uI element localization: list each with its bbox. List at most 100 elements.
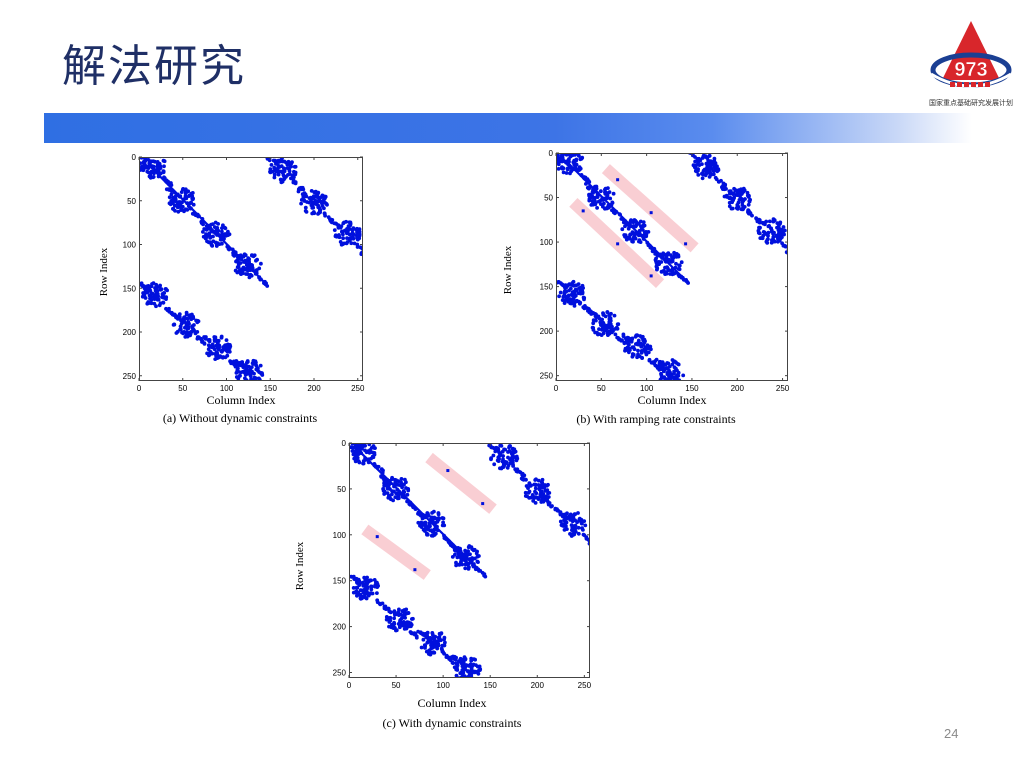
x-tick-label-5: 250 — [776, 384, 790, 393]
nonzero-block-1 — [164, 187, 205, 221]
coupling-point-3 — [481, 502, 485, 506]
y-tick-label-2: 100 — [540, 238, 554, 247]
nonzero-block-7 — [359, 250, 363, 257]
x-tick-label-5: 250 — [578, 681, 592, 690]
nonzero-block-2 — [199, 219, 238, 257]
coupling-point-0 — [375, 535, 379, 539]
plot-c-xlabel: Column Index — [417, 696, 487, 710]
coupling-point-1 — [413, 568, 417, 572]
nonzero-block-6 — [754, 216, 788, 252]
nonzero-block-5 — [296, 187, 335, 223]
x-tick-label-0: 0 — [554, 384, 559, 393]
x-tick-label-4: 200 — [307, 384, 321, 393]
y-tick-label-0: 0 — [342, 439, 347, 448]
x-tick-label-1: 50 — [392, 681, 401, 690]
nonzero-block-4 — [487, 443, 527, 478]
x-tick-label-0: 0 — [137, 384, 142, 393]
y-tick-label-0: 0 — [549, 149, 554, 158]
plot-b-ylabel: Row Index — [502, 245, 514, 295]
y-tick-label-5: 250 — [540, 372, 554, 381]
plot-frame — [556, 153, 788, 381]
x-tick-label-5: 250 — [351, 384, 365, 393]
plot-area — [556, 153, 788, 381]
page-number: 24 — [944, 726, 959, 741]
x-tick-label-2: 100 — [436, 681, 450, 690]
y-tick-label-3: 150 — [333, 577, 347, 586]
y-tick-label-2: 100 — [333, 531, 347, 540]
x-tick-label-1: 50 — [597, 384, 606, 393]
nonzero-block-11 — [653, 357, 686, 381]
nonzero-block-11 — [232, 358, 265, 381]
x-tick-label-0: 0 — [347, 681, 352, 690]
coupling-point-2 — [446, 469, 450, 473]
plot-a-caption: (a) Without dynamic constraints — [162, 411, 318, 425]
logo-tagline: 国家重点基础研究发展计划 — [929, 99, 1013, 107]
nonzero-block-3 — [650, 249, 690, 285]
nonzero-block-2 — [619, 217, 657, 253]
y-tick-label-0: 0 — [132, 153, 137, 162]
nonzero-block-8 — [139, 281, 177, 317]
y-tick-label-5: 250 — [333, 668, 347, 677]
plot-b-xlabel: Column Index — [637, 393, 707, 407]
y-tick-label-2: 100 — [123, 241, 137, 250]
nonzero-block-6 — [555, 508, 590, 544]
coupling-point-5 — [684, 242, 688, 246]
y-tick-label-1: 50 — [544, 194, 553, 203]
x-tick-label-4: 200 — [531, 681, 545, 690]
nonzero-block-8 — [349, 574, 388, 610]
nonzero-block-7 — [587, 541, 590, 549]
nonzero-block-9 — [382, 604, 419, 640]
nonzero-block-0 — [349, 443, 385, 475]
y-tick-label-4: 200 — [540, 327, 554, 336]
nonzero-block-1 — [584, 182, 622, 217]
x-tick-label-4: 200 — [731, 384, 745, 393]
y-tick-label-1: 50 — [337, 485, 346, 494]
plot-a-ylabel: Row Index — [98, 247, 110, 297]
nonzero-block-3 — [231, 251, 270, 288]
nonzero-block-10 — [202, 334, 238, 369]
x-tick-label-3: 150 — [685, 384, 699, 393]
nonzero-block-5 — [720, 185, 759, 221]
header-bar — [44, 113, 972, 143]
highlight-band-0 — [361, 524, 431, 580]
x-tick-label-3: 150 — [484, 681, 498, 690]
nonzero-block-5 — [519, 476, 559, 512]
coupling-point-4 — [649, 211, 653, 215]
coupling-point-0 — [581, 209, 585, 213]
logo-973: 973 — [918, 18, 1024, 113]
plot-b-caption: (b) With ramping rate constraints — [576, 412, 736, 426]
x-tick-label-2: 100 — [640, 384, 654, 393]
coupling-point-2 — [649, 274, 653, 278]
y-tick-label-1: 50 — [127, 197, 136, 206]
y-tick-label-3: 150 — [540, 283, 554, 292]
y-tick-label-4: 200 — [333, 623, 347, 632]
nonzero-block-4 — [687, 153, 728, 188]
nonzero-block-11 — [449, 654, 483, 678]
highlight-band-1 — [601, 164, 699, 253]
plot-frame — [139, 157, 363, 381]
plot-frame — [349, 443, 590, 678]
nonzero-block-4 — [265, 157, 306, 192]
highlight-band-1 — [425, 452, 497, 514]
nonzero-block-10 — [621, 332, 660, 369]
plot-a-xlabel: Column Index — [206, 393, 276, 407]
nonzero-block-7 — [784, 250, 788, 255]
x-tick-label-2: 100 — [220, 384, 234, 393]
coupling-point-1 — [616, 242, 620, 246]
nonzero-block-3 — [447, 541, 488, 579]
nonzero-block-1 — [379, 474, 418, 511]
nonzero-block-6 — [329, 219, 363, 254]
y-tick-label-4: 200 — [123, 328, 137, 337]
y-tick-label-3: 150 — [123, 284, 137, 293]
nonzero-block-2 — [416, 509, 452, 546]
x-tick-label-3: 150 — [264, 384, 278, 393]
plot-area — [349, 443, 590, 678]
nonzero-block-8 — [556, 279, 595, 316]
coupling-point-3 — [616, 178, 620, 182]
nonzero-block-10 — [416, 629, 455, 665]
